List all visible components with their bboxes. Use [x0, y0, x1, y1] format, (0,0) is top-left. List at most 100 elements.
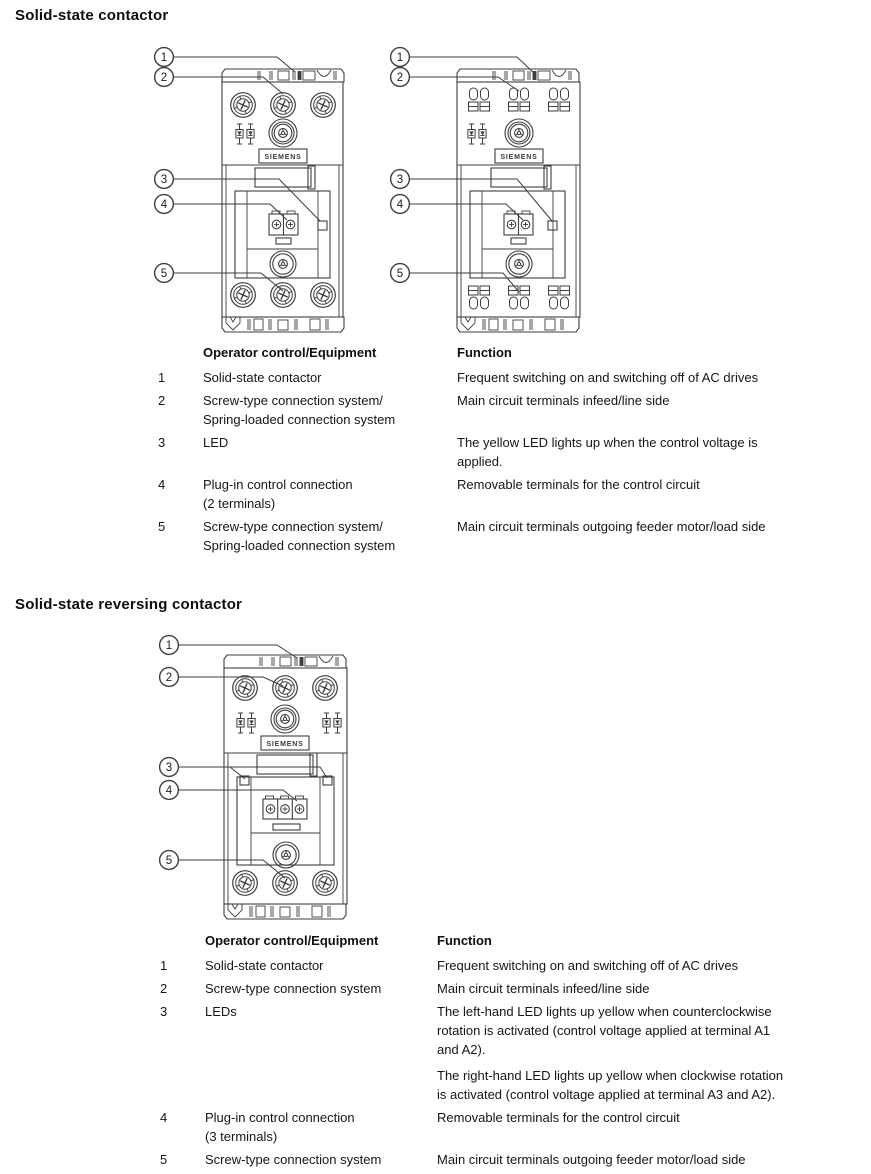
callout-number-5: 5: [397, 268, 403, 280]
equipment-text: Spring-loaded connection system: [203, 412, 396, 427]
callout-number-2: 2: [166, 672, 172, 684]
bottom-mounting-cap: [223, 903, 347, 920]
brand-plate: [494, 148, 544, 164]
bottom-mounting-cap: [456, 316, 580, 333]
function-text: Main circuit terminals outgoing feeder m…: [437, 1152, 746, 1167]
section-heading-solid-state-contactor: Solid-state contactor: [15, 7, 169, 24]
figure-solid-state-contactor-screw: 1 2 3 4 5 SIEMENS: [153, 46, 345, 333]
table-header-row: Operator control/Equipment Function: [158, 343, 858, 362]
surge-suppressor-symbol-right: [323, 713, 341, 733]
table-row: 2 Screw-type connection system Main circ…: [160, 979, 865, 998]
row-number: 5: [160, 1152, 168, 1167]
callout-number-3: 3: [161, 174, 167, 186]
table-row: 5 Screw-type connection system Main circ…: [160, 1150, 865, 1169]
led-indicator: [317, 220, 328, 231]
function-text: Removable terminals for the control circ…: [437, 1110, 680, 1125]
function-text: applied.: [457, 454, 503, 469]
function-text: Main circuit terminals outgoing feeder m…: [457, 519, 766, 534]
main-terminals-load-side: [231, 870, 338, 896]
main-terminals-line-side: [231, 675, 338, 701]
spring-terminals-line-side: [467, 87, 571, 112]
column-header-equipment: Operator control/Equipment: [203, 345, 377, 360]
row-number: 1: [160, 958, 168, 973]
figure-solid-state-reversing-contactor: 1 2 3 4 5 SIEMENS: [158, 634, 348, 920]
equipment-text: Plug-in control connection: [205, 1110, 355, 1125]
callout-number-2: 2: [161, 72, 167, 84]
brand-plate: [260, 735, 310, 751]
equipment-text: Screw-type connection system/: [203, 519, 383, 534]
brand-plate: [258, 148, 308, 164]
equipment-text: LED: [203, 435, 229, 450]
callout-leader-lines: [409, 56, 553, 293]
callout-number-5: 5: [161, 268, 167, 280]
label-window: [490, 165, 552, 190]
brand-label: SIEMENS: [500, 154, 537, 161]
brand-label: SIEMENS: [266, 741, 303, 748]
equipment-text: Solid-state contactor: [203, 370, 322, 385]
label-window: [256, 752, 318, 777]
lower-knob: [269, 250, 297, 278]
spring-terminals-load-side: [467, 285, 571, 310]
lower-knob: [272, 841, 300, 869]
callout-number-5: 5: [166, 855, 172, 867]
table-row: 3 LED The yellow LED lights up when the …: [158, 433, 858, 471]
equipment-text: Solid-state contactor: [205, 958, 324, 973]
brand-label: SIEMENS: [264, 154, 301, 161]
function-text: The right-hand LED lights up yellow when…: [437, 1068, 784, 1083]
equipment-text: (2 terminals): [203, 496, 276, 511]
table-row: 4 Plug-in control connection (2 terminal…: [158, 475, 858, 513]
main-terminals-line-side: [229, 91, 336, 119]
row-number: 5: [158, 519, 166, 534]
equipment-function-table: Operator control/Equipment Function 1 So…: [158, 343, 858, 559]
function-text: is activated (control voltage applied at…: [437, 1087, 776, 1102]
column-header-equipment: Operator control/Equipment: [205, 933, 379, 948]
function-text: Main circuit terminals infeed/line side: [457, 393, 670, 408]
table-row: 2 Screw-type connection system/ Spring-l…: [158, 391, 858, 429]
callouts: 1 2 3 4 5: [389, 46, 411, 284]
function-text: Frequent switching on and switching off …: [437, 958, 739, 973]
row-number: 1: [158, 370, 166, 385]
equipment-text: Screw-type connection system/: [203, 393, 383, 408]
callout-number-4: 4: [166, 785, 173, 797]
led-indicator: [547, 220, 558, 231]
column-header-function: Function: [437, 933, 492, 948]
plug-in-control-connection: [268, 210, 299, 236]
row-number: 2: [160, 981, 168, 996]
figure-solid-state-contactor-spring: 1 2 3 4 5 SIEMENS: [389, 46, 581, 333]
table-row: 1 Solid-state contactor Frequent switchi…: [158, 368, 858, 387]
table-row: 1 Solid-state contactor Frequent switchi…: [160, 956, 865, 975]
table-row: 5 Screw-type connection system/ Spring-l…: [158, 517, 858, 555]
callout-number-2: 2: [397, 72, 403, 84]
plug-in-control-connection: [503, 210, 534, 236]
section-heading-solid-state-reversing-contactor: Solid-state reversing contactor: [15, 596, 243, 613]
callout-leader-lines: [178, 644, 328, 879]
equipment-text: (3 terminals): [205, 1129, 278, 1144]
callout-number-1: 1: [161, 52, 167, 64]
row-number: 2: [158, 393, 166, 408]
table-header-row: Operator control/Equipment Function: [160, 931, 865, 950]
function-text: Frequent switching on and switching off …: [457, 370, 759, 385]
device-drawing: [173, 56, 345, 333]
equipment-text: Screw-type connection system: [205, 1152, 382, 1167]
callout-number-3: 3: [397, 174, 403, 186]
callout-number-4: 4: [161, 199, 168, 211]
upper-knob: [268, 118, 298, 148]
main-terminals-load-side: [229, 282, 336, 308]
equipment-text: Spring-loaded connection system: [203, 538, 396, 553]
callouts: 1 2 3 4 5: [158, 634, 180, 871]
surge-suppressor-symbol-left: [237, 713, 255, 733]
bottom-mounting-cap: [221, 316, 345, 333]
row-number: 3: [160, 1004, 168, 1019]
function-text: and A2).: [437, 1042, 486, 1057]
row-number: 4: [158, 477, 166, 492]
row-number: 3: [158, 435, 166, 450]
callout-number-1: 1: [397, 52, 403, 64]
top-mounting-cap: [223, 654, 347, 669]
function-text: Removable terminals for the control circ…: [457, 477, 700, 492]
function-text: The left-hand LED lights up yellow when …: [437, 1004, 772, 1019]
callout-leader-lines: [173, 56, 321, 292]
column-header-function: Function: [457, 345, 512, 360]
equipment-text: LEDs: [205, 1004, 237, 1019]
table-row: 3 LEDs The left-hand LED lights up yello…: [160, 1002, 865, 1104]
